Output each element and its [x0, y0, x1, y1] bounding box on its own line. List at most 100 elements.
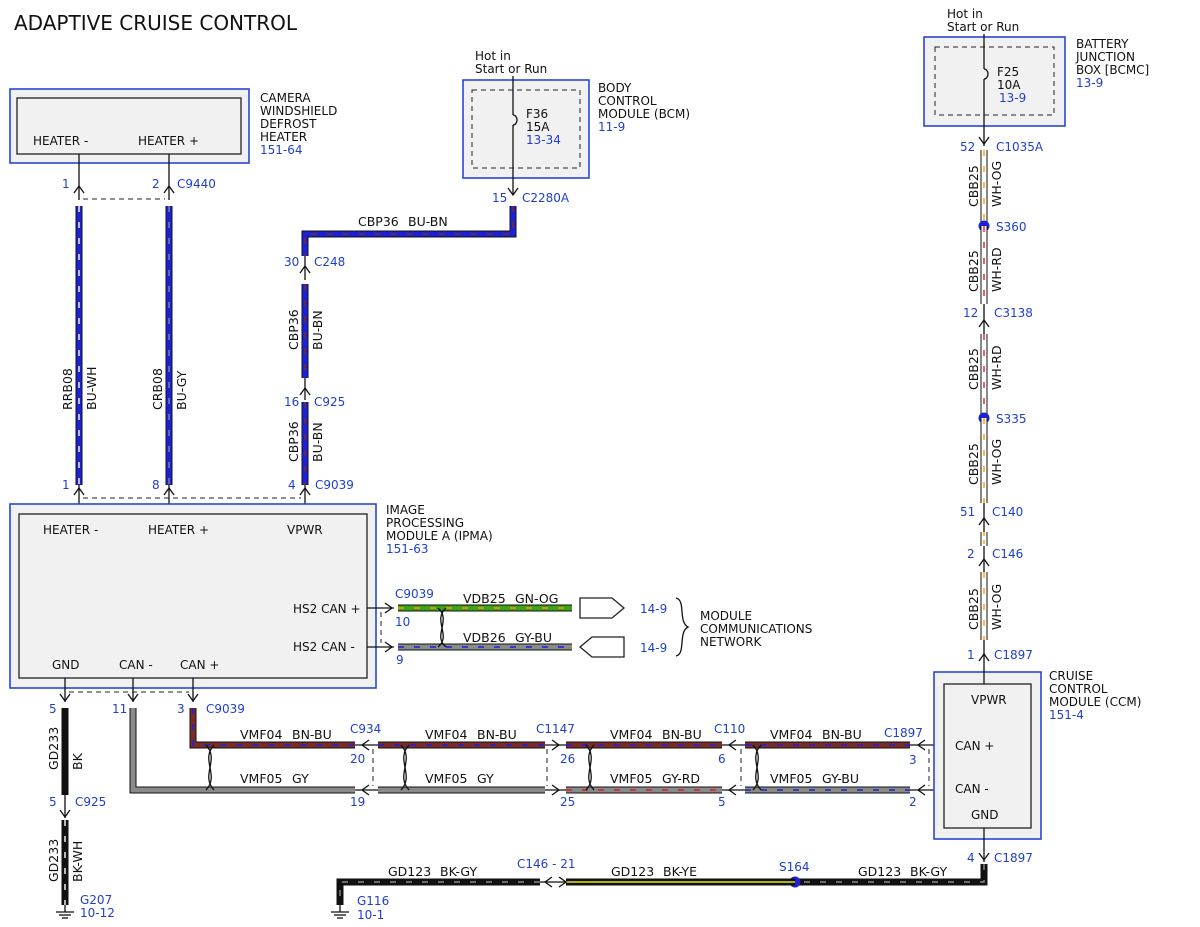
bcm-hot-line-2: Start or Run	[475, 62, 547, 76]
wire-rrb08-color: BU-WH	[84, 367, 99, 411]
c1147-pin-m: 25	[560, 795, 575, 809]
bjb-name-line-3: BOX [BCMC]	[1076, 63, 1149, 77]
network-brace	[675, 597, 690, 657]
ipma-pin-4: 4	[288, 478, 296, 492]
wire-vmf05-4-color: GY-BU	[822, 771, 859, 786]
wire-vmf04-4-color: BN-BU	[822, 727, 862, 742]
bjb-name-line-1: BATTERY	[1076, 37, 1129, 51]
wire-gd123-a-stripe	[339, 881, 540, 905]
c3138-connector: C3138	[994, 306, 1033, 320]
ipma-module	[9, 503, 377, 689]
ipma-can-plus-label: CAN +	[180, 658, 219, 672]
ipma-name-line-1: IMAGE	[386, 503, 425, 517]
wire-cbp36-a-color: BU-BN	[310, 310, 325, 350]
c248-arrow	[299, 264, 311, 274]
wire-gd123-b-color: BK-YE	[663, 864, 697, 879]
hs-plus-pin: 10	[395, 615, 410, 629]
ccm-name-line-2: CONTROL	[1049, 682, 1108, 696]
f25-ref: 13-9	[999, 91, 1026, 105]
c140-pin: 51	[960, 505, 975, 519]
c1035a-connector: C1035A	[996, 140, 1044, 154]
wire-gd123-c-stripe	[795, 864, 985, 883]
c9039-can-connector: C9039	[206, 702, 245, 716]
c934-arrow-p	[360, 739, 370, 751]
bcm-name-line-3: MODULE (BCM)	[598, 107, 690, 121]
bcm-hot-line-1: Hot in	[475, 49, 511, 63]
g207-ref: 10-12	[80, 906, 115, 920]
f25-fuse-symbol	[983, 68, 989, 80]
wire-vmf05-4-circuit: VMF05	[770, 771, 812, 786]
bcm-outline	[462, 79, 590, 179]
camera-heater-plus-label: HEATER +	[138, 134, 199, 148]
camera-name-line-2: WINDSHIELD	[260, 104, 337, 118]
c9039-top-connector: C9039	[315, 478, 354, 492]
ccm-vpwr-label: VPWR	[971, 693, 1007, 707]
c1147-arrow-p	[551, 739, 561, 751]
camera-name-line-1: CAMERA	[260, 91, 311, 105]
wire-cbb25-4-color: WH-OG	[989, 439, 1004, 485]
wire-cbp36-b-color: BU-BN	[310, 422, 325, 462]
bcm-ref: 11-9	[598, 120, 625, 134]
c1147-pin-p: 26	[560, 752, 575, 766]
c9039-pin4-arrow	[299, 486, 311, 496]
wire-gd233-b-color: BK-WH	[70, 841, 85, 882]
c925-top-connector: C925	[314, 395, 345, 409]
c934-pin-p: 20	[350, 752, 365, 766]
wire-vmf04-1-color: BN-BU	[292, 727, 332, 742]
c934-pin-m: 19	[350, 795, 365, 809]
c146-connector: C146	[992, 547, 1023, 561]
c9440-connector: C9440	[177, 177, 216, 191]
c110-arrow-m	[727, 784, 737, 796]
f36-amps: 15A	[526, 120, 550, 134]
bjb-name-line-2: JUNCTION	[1075, 50, 1135, 64]
wire-vmf05-1-fill	[130, 708, 355, 793]
c3138-arrow	[978, 318, 990, 328]
ipma-gnd-arrow	[59, 693, 71, 703]
c1897-gnd-connector: C1897	[994, 851, 1033, 865]
c110-connector: C110	[714, 722, 745, 736]
network-ref-b: 14-9	[640, 641, 667, 655]
twist-can-1b	[205, 744, 215, 791]
ipma-canm-pin: 11	[112, 702, 127, 716]
c110-pin-p: 6	[718, 752, 726, 766]
ccm-pin-3: 3	[909, 753, 917, 767]
wire-cbb25-2-circuit: CBB25	[966, 250, 981, 292]
bcm-module	[462, 79, 590, 179]
wire-cbb25-3-circuit: CBB25	[966, 348, 981, 390]
c2280a-arrow	[507, 187, 519, 197]
c146-21-arrow-right	[558, 876, 568, 888]
c248-connector: C248	[314, 255, 345, 269]
ccm-pin-2: 2	[909, 795, 917, 809]
ipma-canp-arrow	[187, 693, 199, 703]
wire-vmf04-1	[189, 708, 355, 749]
ipma-vpwr-label: VPWR	[287, 523, 323, 537]
bcm-fuse-box	[471, 89, 581, 169]
ipma-box	[18, 513, 368, 679]
c146-21-arrow-left	[543, 876, 553, 888]
ccm-can-plus-label: CAN +	[955, 739, 994, 753]
camera-ref: 151-64	[260, 143, 303, 157]
wire-gd123-c-circuit: GD123	[858, 864, 901, 879]
c9039-pin1-arrow	[73, 486, 85, 496]
hs2-minus-offpage-connector	[578, 636, 625, 658]
bjb-hot-line-2: Start or Run	[947, 20, 1019, 34]
c146-arrow	[978, 557, 990, 567]
ipma-heater-minus-label: HEATER -	[43, 523, 98, 537]
c3138-pin: 12	[963, 306, 978, 320]
wire-gd123-a-circuit: GD123	[388, 864, 431, 879]
c925-gnd-arrow	[59, 809, 71, 819]
c1897-gnd-arrow	[978, 852, 990, 862]
twist-hs-1b	[437, 607, 447, 648]
wire-vmf04-1-circuit: VMF04	[240, 727, 282, 742]
bcm-name-line-1: BODY	[598, 81, 632, 95]
bcm-pin-15: 15	[492, 191, 507, 205]
twist-can-4b	[752, 744, 762, 791]
ipma-can-minus-label: CAN -	[119, 658, 153, 672]
twist-can-3b	[585, 744, 595, 791]
c925-top-arrow	[299, 386, 311, 396]
wire-vdb25-color: GN-OG	[515, 591, 558, 606]
c9440-pin1-arrow	[73, 184, 85, 194]
wire-cbp36-top-color: BU-BN	[408, 214, 448, 229]
c925-gnd-connector: C925	[75, 795, 106, 809]
wire-vmf05-2-color: GY	[477, 771, 494, 786]
